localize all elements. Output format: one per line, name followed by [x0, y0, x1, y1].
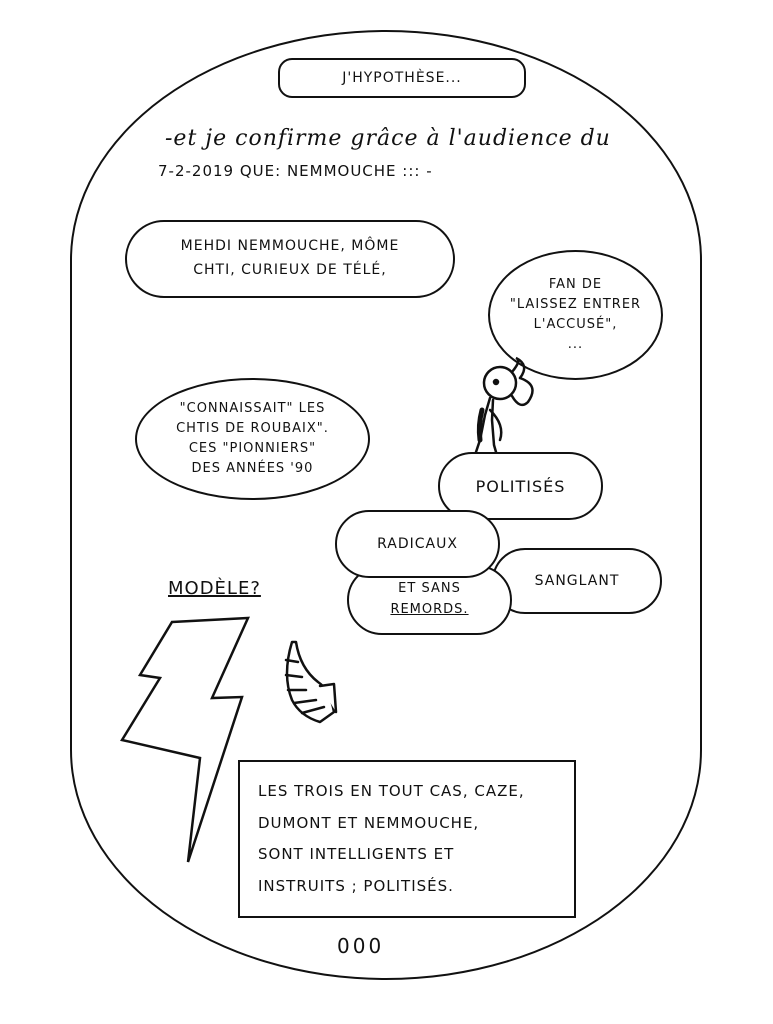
caption-box: LES TROIS EN TOUT CAS, CAZE, DUMONT ET N…	[238, 760, 576, 918]
caption-line-4: INSTRUITS ; POLITISÉS.	[258, 876, 454, 895]
bubble-connaissait-line-3: CES "PIONNIERS"	[188, 441, 317, 456]
bubble-radicaux-text: RADICAUX	[377, 536, 458, 552]
bubble-fan-line-3: L'ACCUSÉ",	[533, 317, 618, 332]
panel-frame	[70, 30, 702, 980]
bubble-fan-line-4: ...	[567, 337, 584, 353]
intro-line-2: 7-2-2019 QUE: NEMMOUCHE ::: -	[158, 162, 433, 180]
bubble-connaissait-line-1: "CONNAISSAIT" LES	[179, 400, 326, 416]
caption-line-3: SONT INTELLIGENTS ET	[258, 845, 455, 863]
bubble-politises: POLITISÉS	[438, 452, 603, 520]
bubble-sans-remords-line-2: REMORDS.	[390, 602, 469, 617]
speech-bubble-connaissait: "CONNAISSAIT" LES CHTIS DE ROUBAIX". CES…	[135, 378, 370, 500]
intro-line-1: -et je confirme grâce à l'audience du	[165, 126, 611, 151]
footer-mark: 000	[337, 934, 385, 958]
bubble-radicaux: RADICAUX	[335, 510, 500, 578]
bubble-mehdi-line-2: CHTI, CURIEUX DE TÉLÉ,	[193, 262, 387, 278]
bubble-fan-line-2: "LAISSEZ ENTRER	[509, 296, 642, 312]
bubble-fan-line-1: FAN DE	[548, 276, 603, 292]
bubble-sanglant: SANGLANT	[492, 548, 662, 614]
speech-bubble-mehdi: MEHDI NEMMOUCHE, MÔME CHTI, CURIEUX DE T…	[125, 220, 455, 298]
bubble-politises-text: POLITISÉS	[475, 476, 566, 496]
bubble-mehdi-line-1: MEHDI NEMMOUCHE, MÔME	[180, 238, 400, 255]
caption-line-1: LES TROIS EN TOUT CAS, CAZE,	[258, 782, 525, 800]
modele-label: MODÈLE?	[168, 578, 261, 599]
title-box: J'HYPOTHÈSE...	[278, 58, 526, 98]
bubble-connaissait-line-4: DES ANNÉES '90	[191, 461, 314, 477]
title-text: J'HYPOTHÈSE...	[342, 70, 462, 86]
bubble-sans-remords-line-1: ET SANS	[398, 581, 461, 597]
bubble-sanglant-text: SANGLANT	[534, 573, 620, 589]
speech-bubble-fan: FAN DE "LAISSEZ ENTRER L'ACCUSÉ", ...	[488, 250, 663, 380]
caption-line-2: DUMONT ET NEMMOUCHE,	[258, 813, 480, 832]
bubble-connaissait-line-2: CHTIS DE ROUBAIX".	[176, 420, 329, 436]
